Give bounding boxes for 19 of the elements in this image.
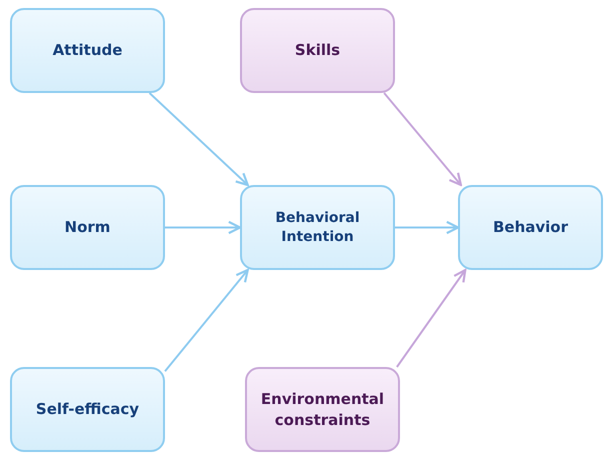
arrow <box>164 268 249 372</box>
arrow <box>395 220 460 234</box>
process-box <box>458 185 603 270</box>
arrow <box>148 92 249 186</box>
process-box <box>240 8 395 93</box>
process-box <box>10 185 165 270</box>
node-label: Attitude <box>52 40 122 61</box>
process-box <box>240 185 395 270</box>
process-box <box>245 367 400 452</box>
node-label: Behavioral Intention <box>274 208 361 246</box>
node-label: Environmental constraints <box>260 389 386 430</box>
arrow <box>165 220 242 234</box>
node-label: Skills <box>294 40 340 61</box>
node-label: Norm <box>64 217 110 238</box>
node-label: Self-efficacy <box>36 399 140 420</box>
process-box <box>10 8 165 93</box>
node-label: Behavior <box>492 217 568 238</box>
process-box <box>10 367 165 452</box>
arrow <box>396 268 466 368</box>
